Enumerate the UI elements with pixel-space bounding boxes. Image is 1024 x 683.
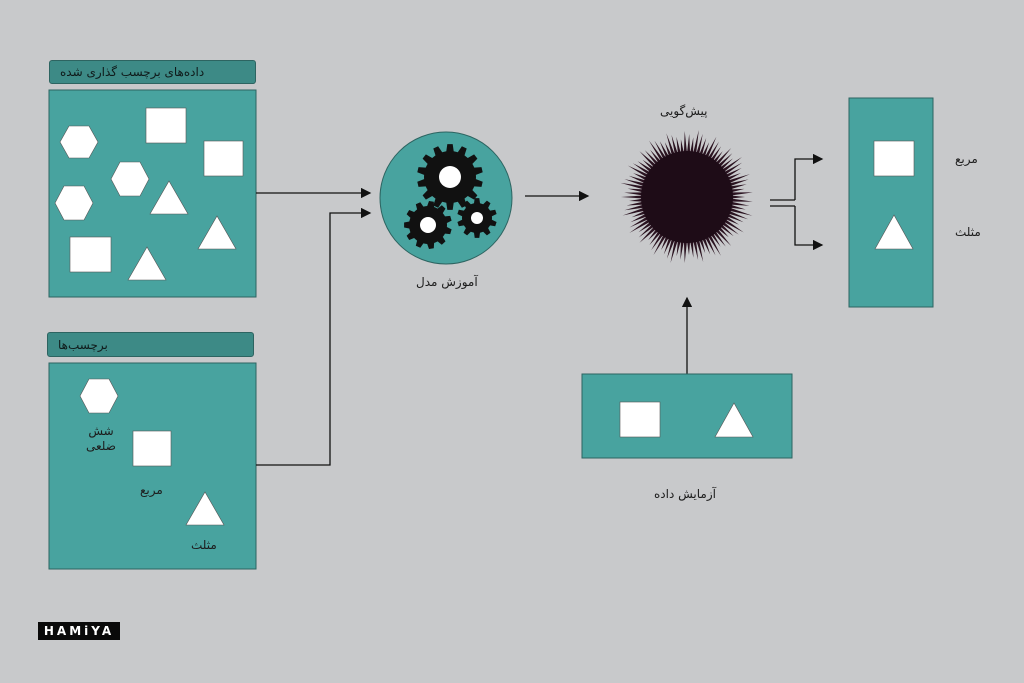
square-shape: [145, 107, 187, 144]
arrow-prediction-to-output: [770, 153, 824, 251]
output-square-label: مربع: [955, 152, 978, 166]
triangle-shape: [149, 180, 189, 215]
triangle-label: مثلث: [191, 538, 217, 552]
labeled-data-panel: [48, 89, 257, 298]
output-triangle-label: مثلث: [955, 225, 981, 239]
test-data-panel: [581, 373, 793, 459]
brand-logo: HAMiYA: [38, 622, 120, 640]
square-shape: [619, 401, 661, 438]
square-shape: [132, 430, 172, 467]
triangle-shape: [197, 215, 237, 250]
labels-panel: [48, 362, 257, 570]
prediction-burst-icon: [620, 130, 753, 263]
arrow-labels-to-model: [256, 207, 372, 466]
hexagon-shape: [110, 161, 150, 197]
labels-title: برچسب‌ها: [58, 337, 108, 352]
square-shape: [873, 140, 915, 177]
labeled-data-title: داده‌های برچسب گذاری شده: [60, 65, 205, 79]
model-training-node: [379, 131, 513, 265]
labels-header: برچسب‌ها: [47, 332, 254, 357]
test-data-label: آزمایش داده: [654, 487, 716, 501]
square-shape: [203, 140, 244, 177]
labeled-data-header: داده‌های برچسب گذاری شده: [49, 60, 256, 84]
hexagon-shape: [54, 185, 94, 221]
gear-medium-icon: [404, 201, 452, 249]
square-label: مربع: [140, 483, 163, 497]
hexagon-label: شش ضلعی: [86, 424, 116, 453]
triangle-shape: [127, 246, 167, 281]
triangle-shape: [874, 214, 914, 250]
square-shape: [69, 236, 112, 273]
gear-small-icon: [457, 198, 497, 238]
prediction-label: پیش‌گویی: [660, 104, 708, 118]
triangle-shape: [185, 491, 225, 526]
output-panel: [848, 97, 934, 308]
triangle-shape: [714, 402, 754, 438]
hexagon-shape: [79, 378, 119, 414]
gear-large-icon: [417, 144, 483, 210]
model-training-label: آموزش مدل: [416, 275, 478, 289]
hexagon-shape: [59, 125, 99, 159]
